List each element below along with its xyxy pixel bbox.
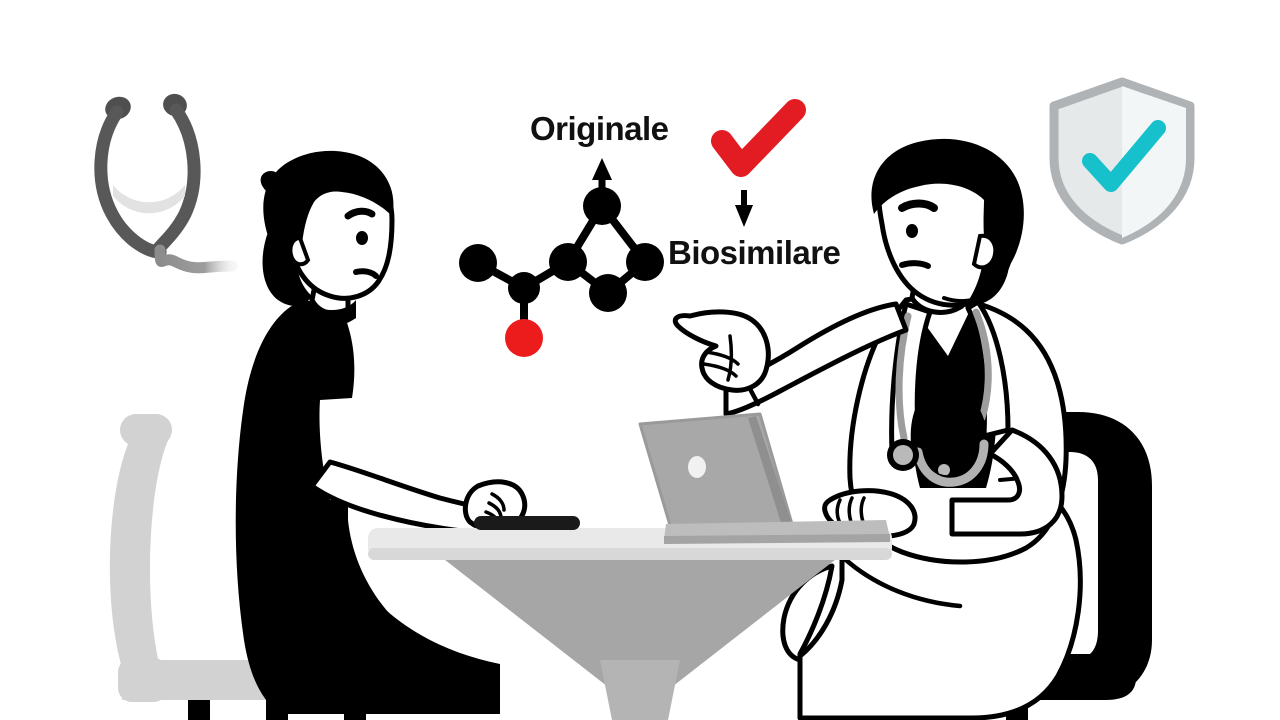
molecule-atom: [583, 187, 621, 225]
molecule-atom-oxygen: [505, 319, 543, 357]
laptop-icon: [638, 412, 890, 544]
up-arrow-icon: [592, 158, 612, 196]
molecule-atom: [508, 272, 540, 304]
table: [368, 528, 892, 720]
label-biosimilare: Biosimilare: [668, 234, 841, 271]
molecule-atom: [459, 244, 497, 282]
red-checkmark-icon: [711, 99, 806, 177]
molecule-atom: [549, 243, 587, 281]
molecule-atom: [589, 274, 627, 312]
label-originale: Originale: [530, 110, 669, 147]
molecule-icon: [459, 158, 664, 357]
phone-icon: [474, 516, 580, 530]
down-arrow-icon: [735, 190, 753, 227]
stethoscope-icon: [94, 93, 238, 274]
patient-figure: [235, 150, 528, 714]
molecule-atom: [626, 243, 664, 281]
shield-check-icon: [1049, 77, 1195, 245]
